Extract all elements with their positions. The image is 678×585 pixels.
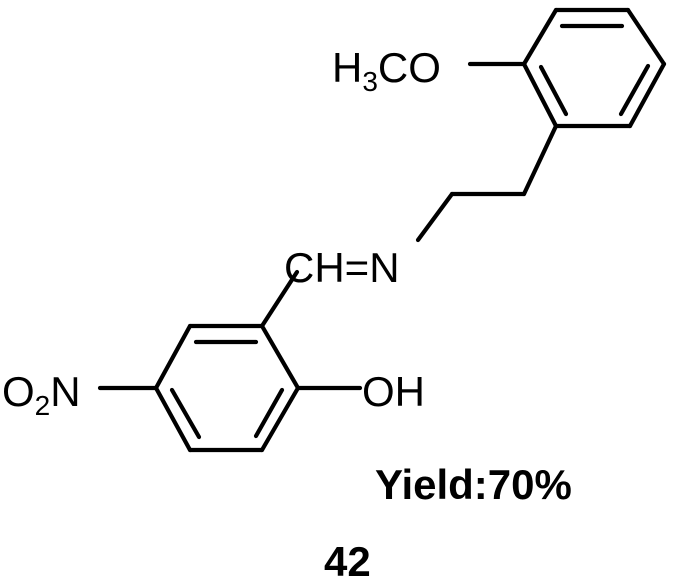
imine-carbon-bond [259, 269, 300, 329]
ethyl-linker [415, 123, 559, 243]
hydroxyl-label: OH [362, 368, 425, 415]
nitro-label: O2N [2, 368, 81, 421]
imine-label: CH=N [284, 244, 400, 291]
compound-number: 42 [324, 538, 371, 585]
yield-label: Yield:70% [375, 461, 572, 508]
methoxy-label: H3CO [332, 44, 441, 97]
nitrophenol-ring [153, 323, 301, 453]
methoxyphenyl-ring [521, 7, 667, 129]
